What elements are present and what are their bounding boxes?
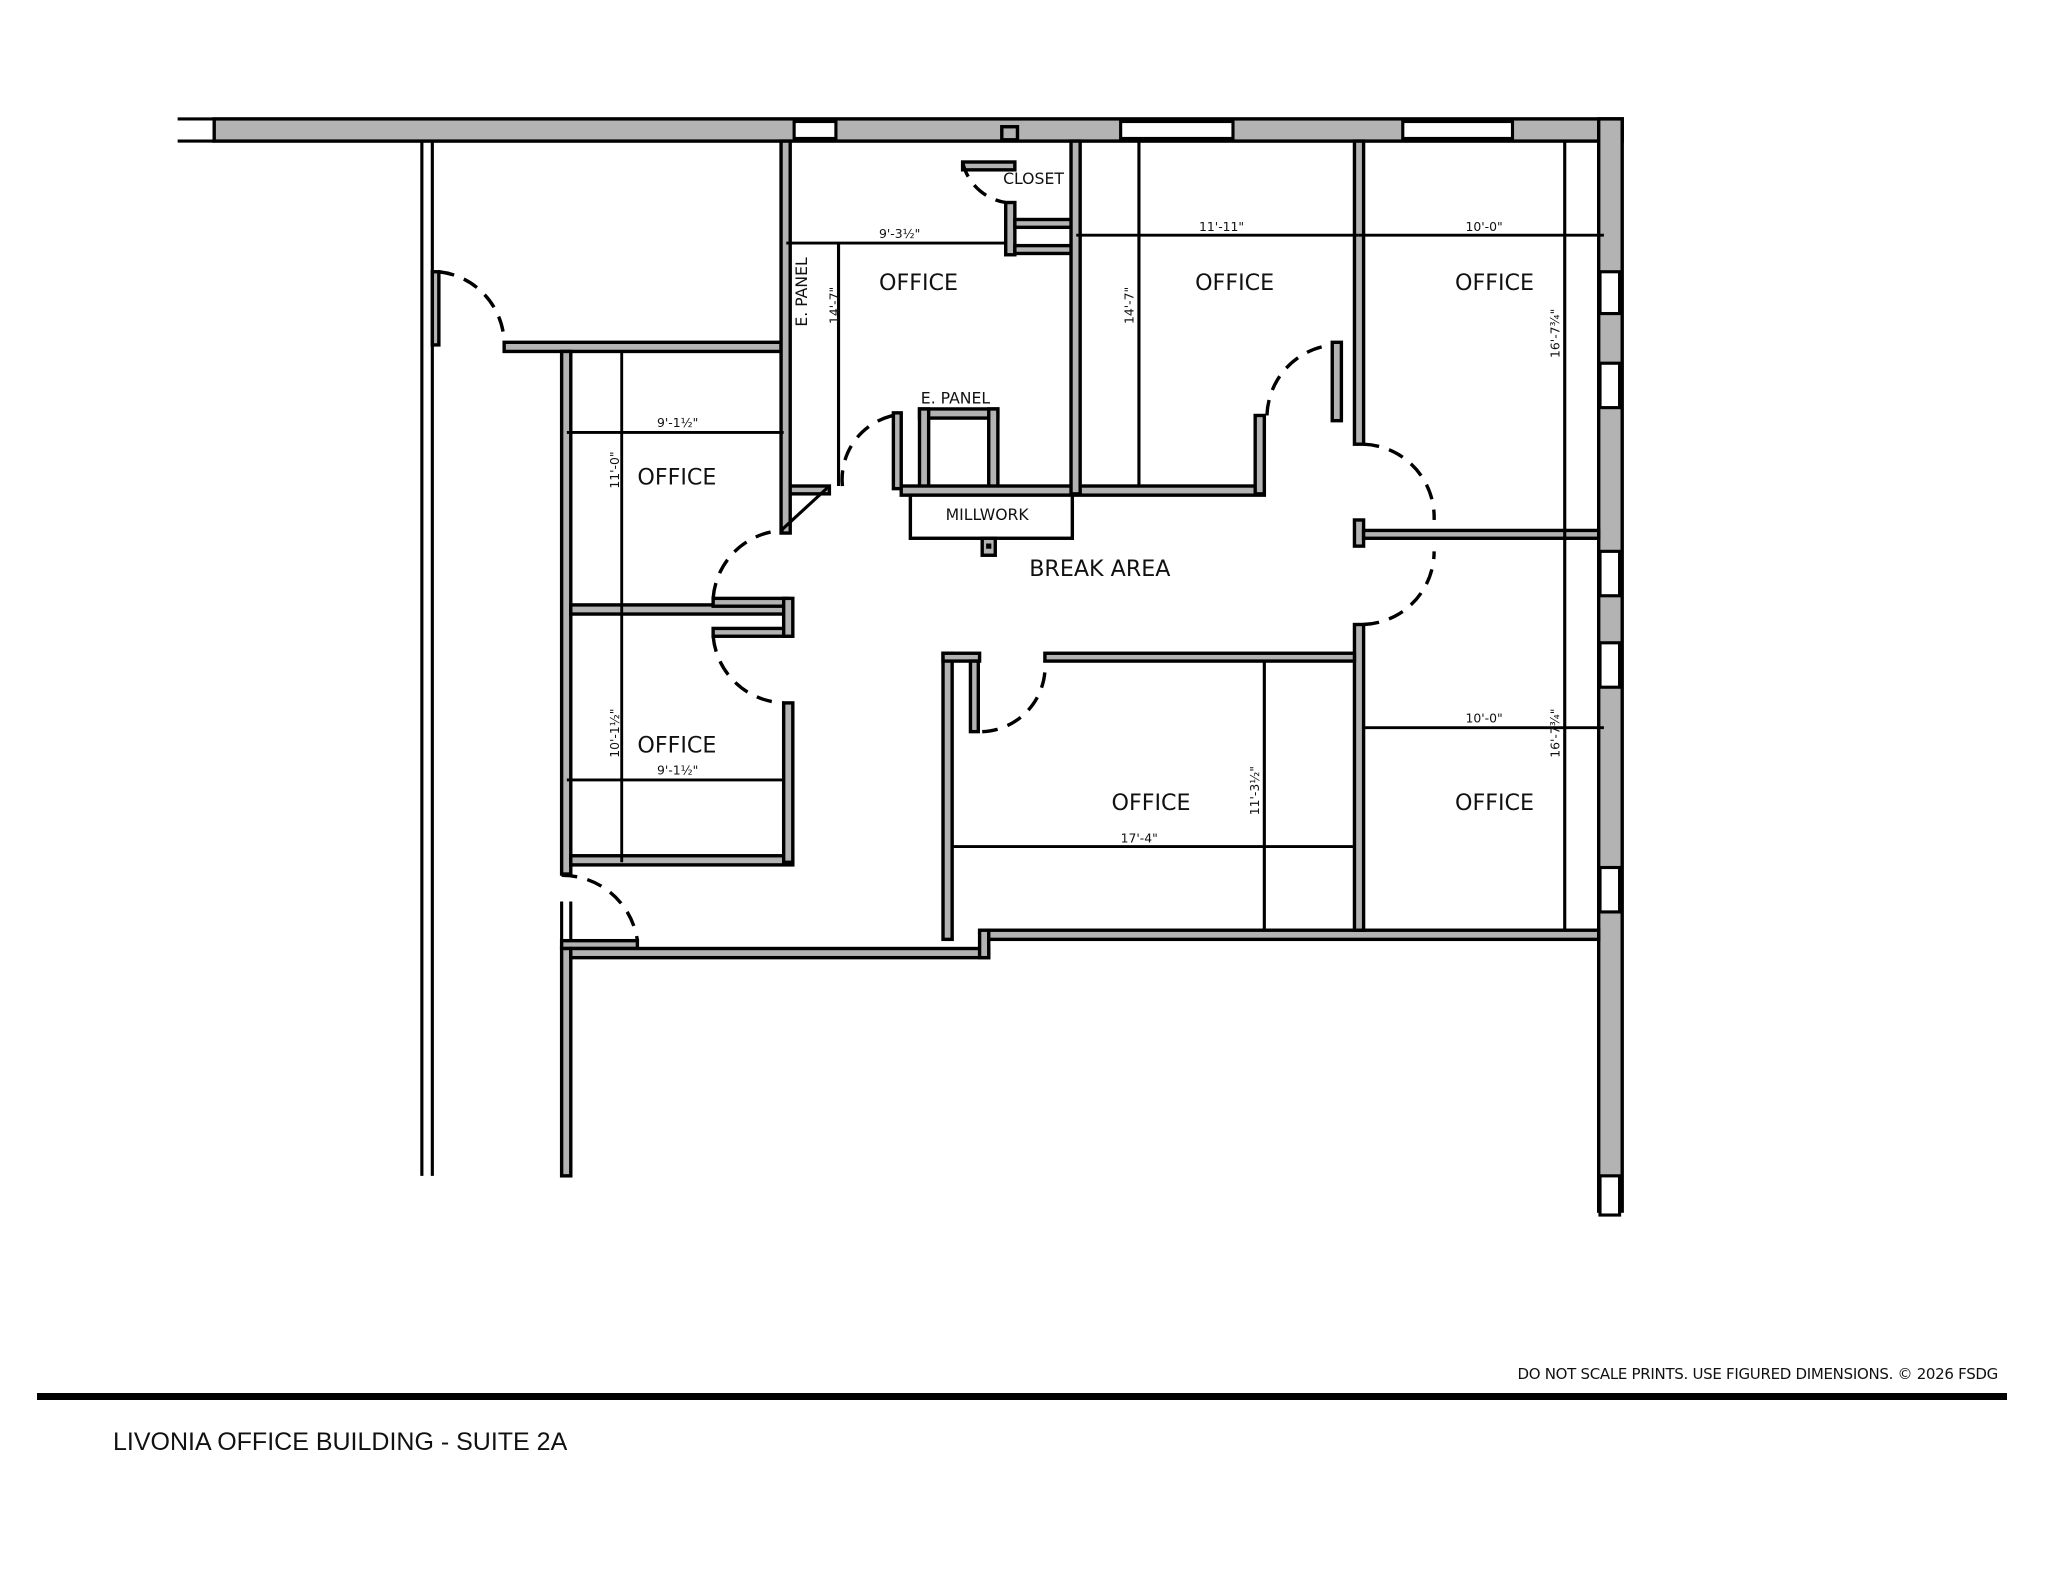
millwork-label: MILLWORK — [946, 505, 1030, 524]
closet-label: CLOSET — [1003, 169, 1064, 188]
title-divider — [37, 1393, 2007, 1400]
window — [1119, 119, 1235, 141]
dimension-label: 10'-0" — [1465, 219, 1502, 234]
dimension-label: 11'-11" — [1199, 219, 1244, 234]
dimension-label: 14'-7" — [827, 287, 842, 324]
window — [1401, 119, 1515, 141]
document-title: LIVONIA OFFICE BUILDING - SUITE 2A — [113, 1428, 568, 1456]
room-label: OFFICE — [1195, 270, 1274, 296]
dimension-label: 16'-7¾" — [1548, 709, 1563, 758]
window — [792, 119, 838, 141]
room-label: OFFICE — [879, 270, 958, 296]
break-area-label: BREAK AREA — [1029, 556, 1170, 582]
room-label: OFFICE — [637, 465, 716, 491]
dimension-lines — [566, 233, 1604, 863]
disclaimer: DO NOT SCALE PRINTS. USE FIGURED DIMENSI… — [1517, 1365, 1998, 1383]
exterior-wall-right — [1596, 117, 1624, 1217]
room-label: OFFICE — [637, 733, 716, 759]
room-label: OFFICE — [1455, 270, 1534, 296]
dimension-label: 10'-1½" — [607, 709, 622, 758]
dimension-label: 9'-1½" — [657, 763, 698, 778]
dimension-label: 10'-0" — [1465, 710, 1502, 725]
door-swing — [438, 270, 506, 343]
dimension-label: 16'-7¾" — [1548, 309, 1563, 358]
dimension-label: 11'-0" — [607, 451, 622, 488]
dimension-label: 17'-4" — [1121, 831, 1158, 846]
room-label: OFFICE — [1455, 790, 1534, 816]
room-label: OFFICE — [1112, 790, 1191, 816]
dimension-label: 9'-3½" — [879, 226, 920, 241]
dimension-label: 9'-1½" — [657, 415, 698, 430]
e-panel-vertical-label: E. PANEL — [792, 257, 811, 327]
e-panel-label: E. PANEL — [921, 389, 991, 408]
exterior-wall-top — [177, 117, 1624, 143]
dimension-label: 14'-7" — [1122, 287, 1137, 324]
dimension-label: 11'-3½" — [1247, 766, 1262, 815]
